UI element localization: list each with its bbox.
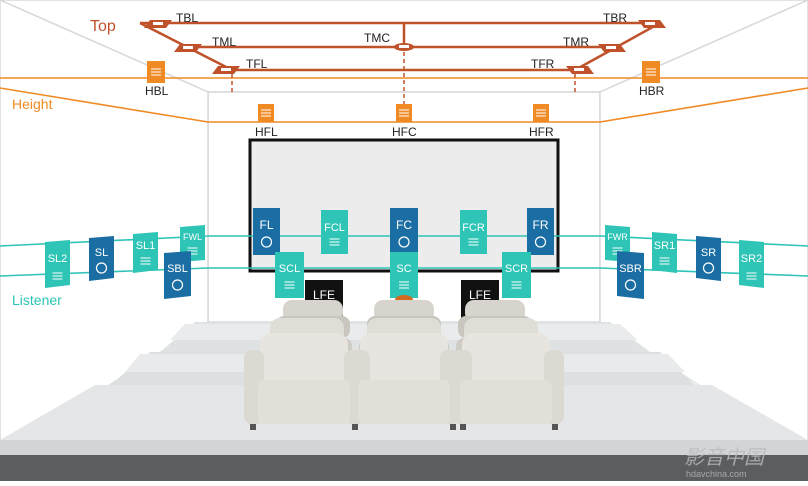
- sbr-speaker: [617, 251, 644, 299]
- sl1-label: SL1: [136, 240, 156, 252]
- tbr-speaker: [638, 20, 666, 28]
- right-side-speakers: FWR SR1 SR SR2 SBR: [605, 225, 764, 299]
- scl-speaker: [275, 252, 304, 298]
- tml-speaker: [174, 44, 202, 52]
- tmr-label: TMR: [563, 35, 589, 49]
- sc-label: SC: [396, 263, 411, 275]
- tfr-label: TFR: [531, 57, 555, 71]
- sl2-label: SL2: [48, 253, 68, 265]
- watermark: 影音中国 hdavchina.com: [684, 447, 767, 479]
- fcr-speaker: [460, 210, 487, 254]
- top-layer-label: Top: [90, 18, 116, 35]
- listener-layer-label: Listener: [12, 292, 62, 308]
- left-side-speakers: SL2 SL SL1 FWL SBL: [45, 225, 205, 299]
- fc-speaker: [390, 208, 418, 255]
- tmr-speaker: [598, 44, 626, 52]
- hfc-label: HFC: [392, 125, 417, 139]
- floor-base: [0, 455, 808, 481]
- sl2-speaker: [45, 240, 70, 288]
- sr2-label: SR2: [741, 253, 762, 265]
- watermark-text: 影音中国: [684, 447, 767, 469]
- sl1-speaker: [133, 232, 158, 273]
- hbl-label: HBL: [145, 84, 169, 98]
- fl-speaker: [253, 208, 280, 255]
- sbr-label: SBR: [619, 263, 642, 275]
- hfl-label: HFL: [255, 125, 278, 139]
- sbl-label: SBL: [167, 263, 188, 275]
- top-layer: TBL TML TFL TMC TBR TMR TFR: [139, 11, 666, 105]
- sr-label: SR: [701, 247, 716, 259]
- fcl-speaker: [321, 210, 348, 254]
- sl-label: SL: [95, 247, 108, 259]
- fr-speaker: [527, 208, 554, 255]
- sr-speaker: [696, 236, 721, 281]
- sr1-speaker: [652, 232, 677, 273]
- height-layer: HBL HFL HFC HFR HBR: [145, 61, 665, 139]
- tml-label: TML: [212, 35, 236, 49]
- hfc-speaker: [396, 104, 412, 122]
- watermark-url: hdavchina.com: [686, 469, 747, 479]
- seat-front-left: [244, 333, 364, 430]
- sr2-speaker: [739, 240, 764, 288]
- fwl-label: FWL: [183, 232, 202, 242]
- sr1-label: SR1: [654, 240, 675, 252]
- scr-label: SCR: [505, 263, 528, 275]
- fwr-label: FWR: [607, 232, 628, 242]
- hfl-speaker: [258, 104, 274, 122]
- sl-speaker: [89, 236, 114, 281]
- fr-label: FR: [533, 218, 549, 232]
- sc-speaker: [390, 252, 418, 298]
- sbl-speaker: [164, 251, 191, 299]
- hfr-speaker: [533, 104, 549, 122]
- hfr-label: HFR: [529, 125, 554, 139]
- hbl-speaker: [147, 61, 165, 83]
- hbr-label: HBR: [639, 84, 665, 98]
- height-layer-label: Height: [12, 96, 53, 112]
- seating: [244, 300, 564, 430]
- lfe-left-label: LFE: [313, 288, 335, 302]
- fl-label: FL: [259, 218, 273, 232]
- fc-label: FC: [396, 218, 412, 232]
- tfr-speaker: [566, 66, 594, 74]
- tmc-speaker: [394, 43, 414, 51]
- scr-speaker: [502, 252, 531, 298]
- lfe-right-label: LFE: [469, 288, 491, 302]
- tbr-label: TBR: [603, 11, 627, 25]
- seat-front-right: [452, 333, 564, 430]
- hbr-speaker: [642, 61, 660, 83]
- tfl-label: TFL: [246, 57, 268, 71]
- front-speakers: FL FCL FC FCR FR SCL SC SCR: [253, 208, 554, 298]
- fcr-label: FCR: [462, 222, 485, 234]
- fcl-label: FCL: [324, 222, 345, 234]
- tbl-speaker: [144, 20, 172, 28]
- scl-label: SCL: [279, 263, 300, 275]
- seat-front-center: [350, 333, 460, 430]
- tfl-speaker: [212, 66, 240, 74]
- tbl-label: TBL: [176, 11, 198, 25]
- tmc-label: TMC: [364, 31, 390, 45]
